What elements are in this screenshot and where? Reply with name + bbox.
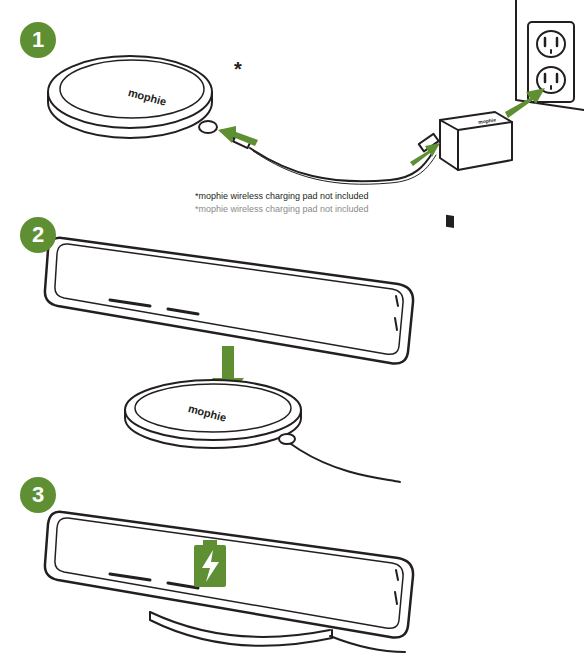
wall-outlet <box>516 0 584 110</box>
charging-pad <box>48 56 217 138</box>
step-number: 1 <box>20 22 56 58</box>
step-number: 3 <box>20 477 56 513</box>
footnote: *mophie wireless charging pad not includ… <box>195 192 369 202</box>
footnote: *mophie wireless charging pad not includ… <box>195 205 369 215</box>
step-number: 2 <box>20 217 56 253</box>
step-number-text: 2 <box>32 224 44 246</box>
usb-cable <box>222 130 439 184</box>
battery-icon <box>194 540 226 587</box>
wall-charger <box>440 112 512 228</box>
step-number-text: 1 <box>32 29 44 51</box>
phone <box>45 512 413 638</box>
footnote-asterisk: * <box>234 58 242 80</box>
phone <box>45 238 413 364</box>
step-number-text: 3 <box>32 484 44 506</box>
green-arrows <box>218 88 545 166</box>
charging-pad <box>125 380 400 482</box>
